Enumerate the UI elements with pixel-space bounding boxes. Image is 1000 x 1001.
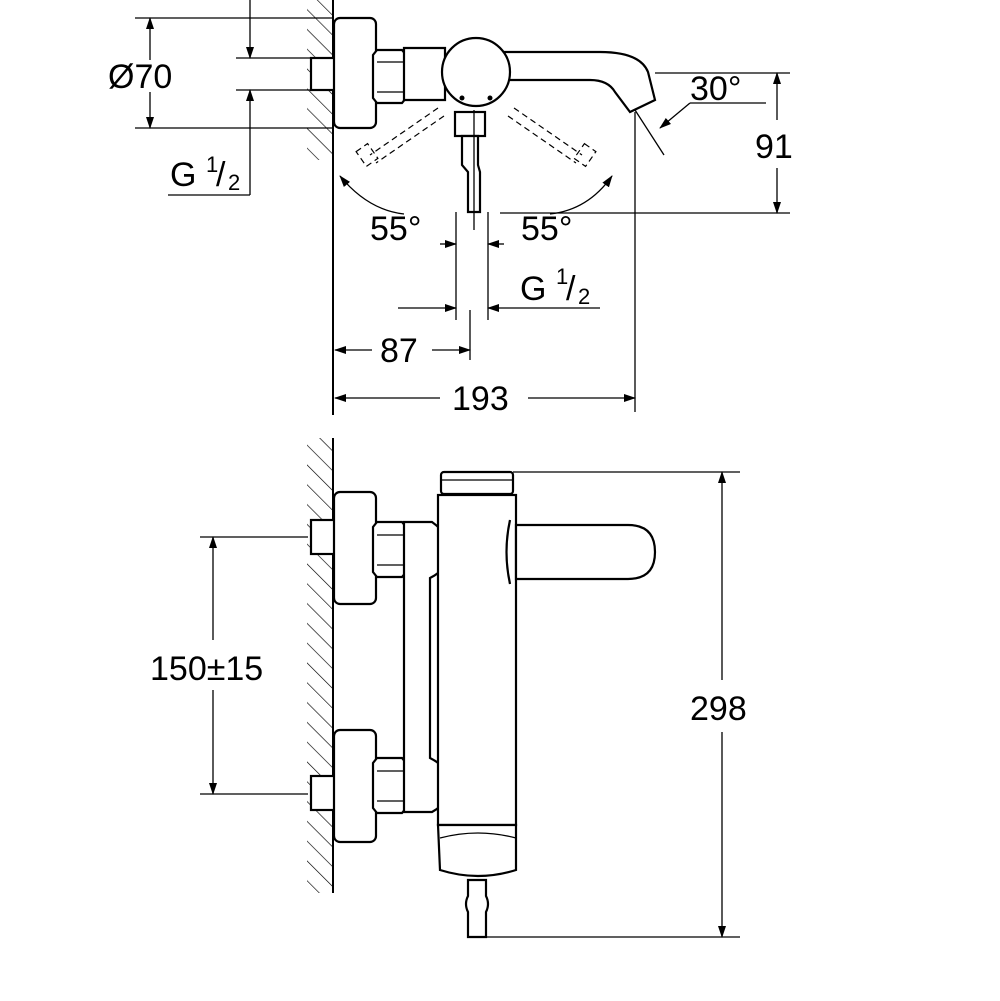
outlet-thread-num: 1 <box>556 264 568 289</box>
lever-stem-top <box>453 110 487 138</box>
depth-193-dimension: 193 <box>334 112 636 418</box>
hex-nut-upper <box>371 520 408 579</box>
offset-87-dimension: 87 <box>334 310 471 370</box>
lever-handle <box>514 523 657 581</box>
top-cap <box>439 470 515 496</box>
spacing-dimension: 150±15 <box>150 536 308 795</box>
angle-55-left: 55° <box>339 175 421 248</box>
outlet-thread-den: 2 <box>578 284 590 309</box>
escutcheon-top <box>332 16 378 130</box>
top-view: Ø70 G 1 / 2 30° 91 <box>108 0 793 418</box>
outlet-stub <box>464 878 490 939</box>
hex-nut-top <box>371 48 408 105</box>
hex-nut-lower <box>371 756 408 815</box>
diameter-dimension: Ø70 <box>108 17 334 129</box>
spout-angle-label: 30° <box>690 70 741 108</box>
front-view: 150±15 298 <box>150 438 747 939</box>
angle-55-right: 55° <box>521 175 613 248</box>
left-angle-label: 55° <box>370 210 421 248</box>
inlet-thread-dimension: G 1 / 2 <box>168 0 311 196</box>
svg-text:/: / <box>566 270 576 308</box>
right-angle-label: 55° <box>521 210 572 248</box>
inlet-thread-num: 1 <box>206 152 218 177</box>
inlet-stub-top <box>309 56 339 92</box>
escutcheon-lower <box>332 728 378 844</box>
height-298-label: 298 <box>690 690 747 728</box>
depth-193-label: 193 <box>452 380 509 418</box>
height-91-dimension: 91 <box>500 72 793 214</box>
bottom-outlet <box>436 823 518 878</box>
outlet-thread-dimension: G 1 / 2 <box>398 212 600 320</box>
inlet-thread-den: 2 <box>228 170 240 195</box>
spacing-label: 150±15 <box>150 650 263 688</box>
mixer-body-top <box>402 46 447 102</box>
mixer-main-body <box>436 493 518 827</box>
inlet-thread-base: G <box>170 156 196 194</box>
inlet-stub-upper <box>309 518 339 556</box>
diameter-label: Ø70 <box>108 58 172 96</box>
height-298-dimension: 298 <box>486 471 747 938</box>
outlet-thread-base: G <box>520 270 546 308</box>
wall-front <box>307 438 334 893</box>
lever-swing-left <box>355 107 445 168</box>
handle-circle-top <box>440 36 512 108</box>
lever-swing-right <box>507 107 597 168</box>
spout-angle-dimension: 30° <box>634 70 790 156</box>
spout-top <box>468 50 657 114</box>
escutcheon-upper <box>332 490 378 606</box>
offset-87-label: 87 <box>380 332 418 370</box>
svg-text:/: / <box>216 156 226 194</box>
height-91-label: 91 <box>755 128 793 166</box>
